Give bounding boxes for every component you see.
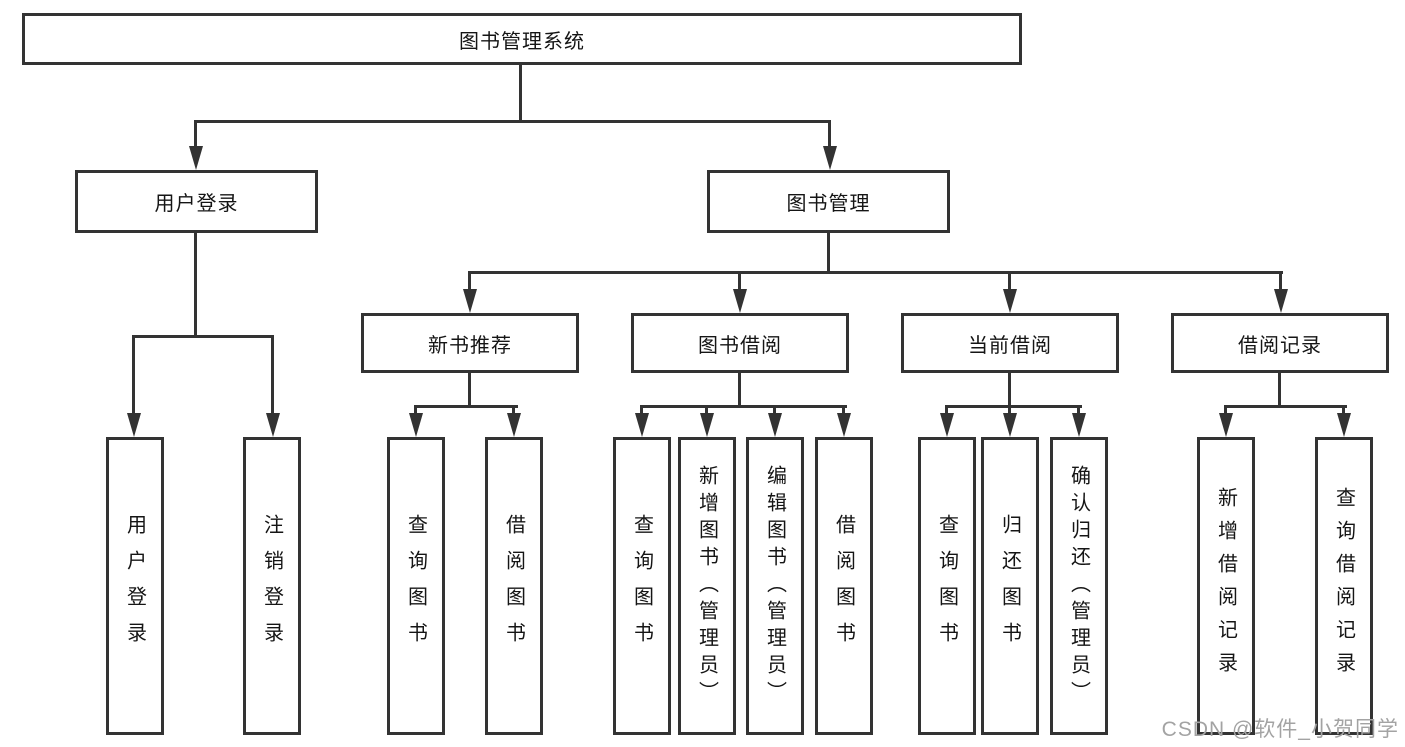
leaf-confirm-return-admin: 确认归还（管理员） xyxy=(1050,437,1108,735)
connector-arrowhead xyxy=(463,289,477,313)
watermark: CSDN @软件_小贺同学 xyxy=(1161,718,1399,741)
connector-line xyxy=(827,232,830,274)
connector-line xyxy=(1224,405,1227,417)
connector-line xyxy=(132,335,135,415)
connector-line xyxy=(1279,271,1282,293)
connector-arrowhead xyxy=(1003,289,1017,313)
leaf-borrow-books-2: 借阅图书 xyxy=(815,437,873,735)
connector-line xyxy=(1008,405,1011,417)
leaf-logout: 注销登录 xyxy=(243,437,301,735)
connector-line xyxy=(1008,371,1011,408)
leaf-user-login: 用户登录 xyxy=(106,437,164,735)
connector-line xyxy=(1278,371,1281,408)
leaf-add-books-admin: 新增图书（管理员） xyxy=(678,437,736,735)
node-book-borrowing: 图书借阅 xyxy=(631,313,849,373)
connector-line xyxy=(1224,405,1347,408)
connector-line xyxy=(705,405,708,417)
node-borrowing-records: 借阅记录 xyxy=(1171,313,1389,373)
connector-arrowhead xyxy=(940,413,954,437)
node-user-login: 用户登录 xyxy=(75,170,318,233)
connector-arrowhead xyxy=(409,413,423,437)
connector-line xyxy=(271,335,274,415)
connector-arrowhead xyxy=(768,413,782,437)
connector-arrowhead xyxy=(837,413,851,437)
connector-line xyxy=(773,405,776,417)
connector-line xyxy=(512,405,515,417)
connector-line xyxy=(738,271,741,293)
connector-line xyxy=(1008,271,1011,293)
leaf-edit-books-admin: 编辑图书（管理员） xyxy=(746,437,804,735)
connector-arrowhead xyxy=(1274,289,1288,313)
node-book-management: 图书管理 xyxy=(707,170,950,233)
leaf-return-books: 归还图书 xyxy=(981,437,1039,735)
connector-line xyxy=(194,232,197,338)
leaf-add-borrow-record: 新增借阅记录 xyxy=(1197,437,1255,735)
connector-arrowhead xyxy=(266,413,280,437)
connector-arrowhead xyxy=(1003,413,1017,437)
connector-line xyxy=(414,405,417,417)
leaf-query-borrow-record: 查询借阅记录 xyxy=(1315,437,1373,735)
connector-line xyxy=(132,335,274,338)
connector-line xyxy=(945,405,948,417)
connector-line xyxy=(194,120,831,123)
connector-line xyxy=(640,405,643,417)
connector-arrowhead xyxy=(1219,413,1233,437)
leaf-query-books-2: 查询图书 xyxy=(613,437,671,735)
connector-line xyxy=(1342,405,1345,417)
connector-line xyxy=(194,120,197,148)
connector-line xyxy=(414,405,518,408)
node-new-book-recommendation: 新书推荐 xyxy=(361,313,579,373)
connector-line xyxy=(1077,405,1080,417)
connector-arrowhead xyxy=(635,413,649,437)
connector-line xyxy=(640,405,847,408)
connector-line xyxy=(945,405,1082,408)
connector-line xyxy=(468,271,1283,274)
connector-arrowhead xyxy=(507,413,521,437)
connector-arrowhead xyxy=(823,146,837,170)
node-library-management-system: 图书管理系统 xyxy=(22,13,1022,65)
leaf-query-books-3: 查询图书 xyxy=(918,437,976,735)
connector-line xyxy=(468,271,471,293)
connector-arrowhead xyxy=(733,289,747,313)
connector-arrowhead xyxy=(127,413,141,437)
connector-arrowhead xyxy=(1337,413,1351,437)
leaf-borrow-books-1: 借阅图书 xyxy=(485,437,543,735)
connector-line xyxy=(842,405,845,417)
node-current-borrowing: 当前借阅 xyxy=(901,313,1119,373)
connector-line xyxy=(828,120,831,148)
connector-line xyxy=(519,64,522,123)
connector-line xyxy=(468,371,471,408)
leaf-query-books-1: 查询图书 xyxy=(387,437,445,735)
connector-arrowhead xyxy=(189,146,203,170)
connector-line xyxy=(738,371,741,408)
connector-arrowhead xyxy=(1072,413,1086,437)
connector-arrowhead xyxy=(700,413,714,437)
